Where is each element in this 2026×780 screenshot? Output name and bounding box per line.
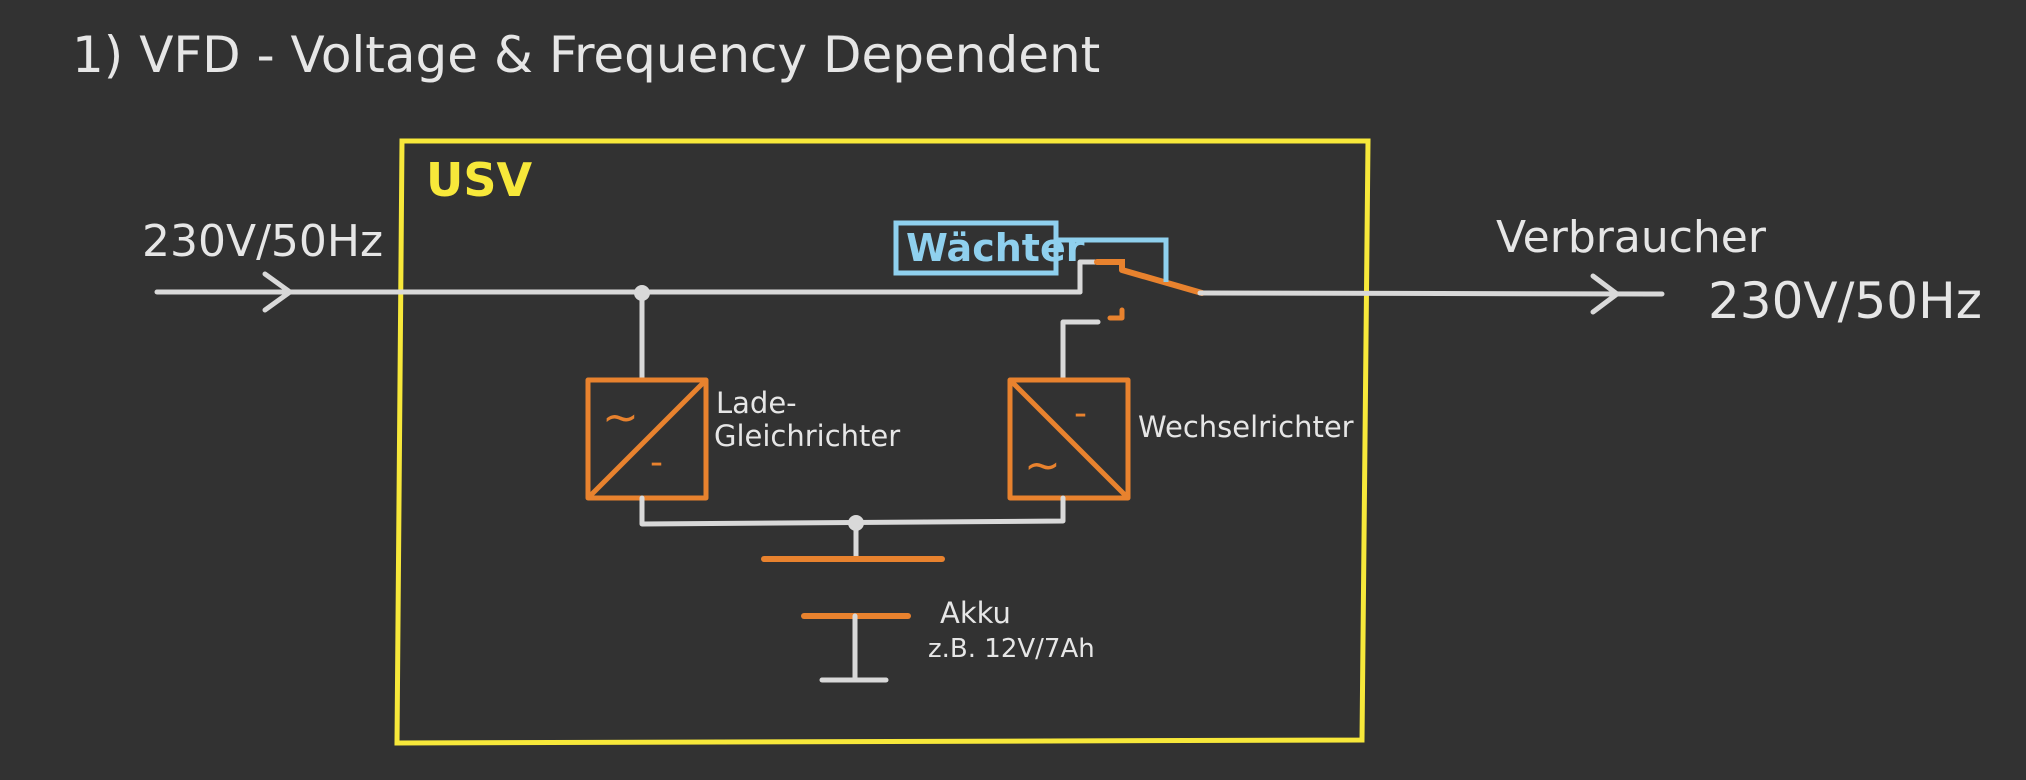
input-arrow bbox=[262, 271, 293, 313]
usv-label: USV bbox=[426, 153, 532, 207]
rectifier-dc-symbol: - bbox=[650, 442, 663, 483]
inverter-ac-symbol: ~ bbox=[1024, 440, 1061, 491]
inverter-label: Wechselrichter bbox=[1138, 410, 1354, 444]
battery-label-line2: z.B. 12V/7Ah bbox=[928, 634, 1095, 664]
monitor-label: Wächter bbox=[906, 226, 1085, 270]
rectifier-label-line1: Lade- bbox=[716, 386, 797, 420]
switch-blade bbox=[1094, 259, 1205, 296]
rectifier-symbol: ~ - bbox=[585, 377, 709, 501]
output-voltage-label: 230V/50Hz bbox=[1708, 272, 1982, 330]
inverter-output-line bbox=[1060, 319, 1101, 383]
monitor-sense-line bbox=[1056, 237, 1169, 282]
battery-label-line1: Akku bbox=[940, 596, 1011, 630]
inverter-dc-symbol: - bbox=[1074, 393, 1087, 434]
inverter-symbol: - ~ bbox=[1007, 377, 1131, 501]
input-voltage-label: 230V/50Hz bbox=[142, 216, 383, 267]
usv-box bbox=[394, 138, 1371, 746]
consumer-label: Verbraucher bbox=[1496, 212, 1767, 263]
main-line-output bbox=[1197, 290, 1665, 297]
output-arrow bbox=[1590, 273, 1620, 315]
diagram-title: 1) VFD - Voltage & Frequency Dependent bbox=[72, 26, 1100, 84]
rectifier-ac-symbol: ~ bbox=[602, 392, 639, 443]
monitor-box bbox=[893, 220, 1059, 276]
switch-contact-lower bbox=[1107, 307, 1125, 321]
rectifier-label-line2: Gleichrichter bbox=[714, 419, 900, 453]
